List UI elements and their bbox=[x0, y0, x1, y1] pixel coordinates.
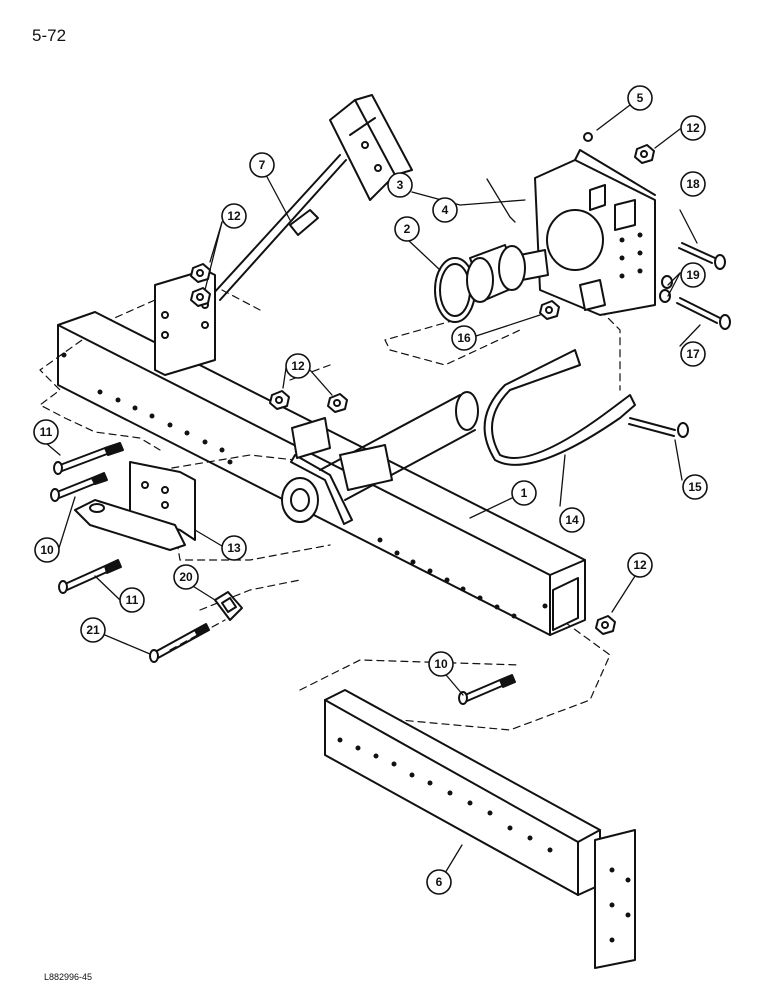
callout-15 bbox=[682, 474, 708, 500]
callout-21-label: 21 bbox=[86, 623, 100, 637]
callout-4-label: 4 bbox=[442, 203, 449, 217]
bolts bbox=[50, 242, 731, 705]
callout-14 bbox=[559, 507, 585, 533]
callout-20-label: 20 bbox=[179, 570, 193, 584]
washers-19 bbox=[659, 275, 673, 303]
callout-1-label: 1 bbox=[521, 486, 528, 500]
callout-1 bbox=[511, 480, 537, 506]
callout-18-label: 18 bbox=[686, 177, 700, 191]
nut-12-mid-a bbox=[269, 390, 290, 410]
nut-12-top bbox=[634, 144, 655, 164]
upper-link-rod bbox=[154, 94, 413, 376]
clevis-plate bbox=[74, 461, 196, 551]
callout-7-label: 7 bbox=[259, 158, 266, 172]
callout-5-label: 5 bbox=[637, 91, 644, 105]
bolt-11-upper bbox=[53, 442, 124, 475]
bolt-18 bbox=[678, 242, 726, 270]
callout-20 bbox=[173, 564, 199, 590]
callout-17-label: 17 bbox=[686, 347, 700, 361]
callout-21 bbox=[80, 617, 106, 643]
callout-12b-label: 12 bbox=[291, 359, 305, 373]
callout-10b-label: 10 bbox=[434, 657, 448, 671]
nut-12-right bbox=[595, 615, 616, 635]
callout-16 bbox=[451, 325, 477, 351]
bolt-21 bbox=[149, 623, 210, 663]
callout-2 bbox=[394, 216, 420, 242]
callout-12c bbox=[680, 115, 706, 141]
callout-12d bbox=[627, 552, 653, 578]
callout-12c-label: 12 bbox=[686, 121, 700, 135]
callout-3-label: 3 bbox=[397, 178, 404, 192]
callout-12b bbox=[285, 353, 311, 379]
callout-13 bbox=[221, 535, 247, 561]
bolt-11-lower bbox=[58, 559, 122, 594]
bushing bbox=[466, 244, 526, 303]
callout-10b bbox=[428, 651, 454, 677]
callout-15-label: 15 bbox=[688, 480, 702, 494]
callout-19 bbox=[680, 262, 706, 288]
callout-11b-label: 11 bbox=[126, 593, 139, 607]
fitting-5 bbox=[583, 132, 593, 142]
callout-17 bbox=[680, 341, 706, 367]
nut-12-upper-b bbox=[190, 287, 211, 307]
callout-10a bbox=[34, 537, 60, 563]
callout-5 bbox=[627, 85, 653, 111]
callout-19-label: 19 bbox=[686, 268, 700, 282]
retainer-plate bbox=[214, 591, 243, 621]
extension-beam bbox=[324, 689, 636, 969]
callout-12a-label: 12 bbox=[227, 209, 241, 223]
nut-16 bbox=[539, 300, 560, 320]
leader-lines bbox=[39, 104, 701, 884]
callout-4 bbox=[432, 197, 458, 223]
callout-10a-label: 10 bbox=[40, 543, 54, 557]
bolt-10-left bbox=[50, 472, 108, 502]
callout-6 bbox=[426, 869, 452, 895]
figure-code: L882996-45 bbox=[44, 972, 93, 982]
nuts bbox=[190, 132, 655, 635]
callout-11a-label: 11 bbox=[40, 425, 53, 439]
nut-12-mid-b bbox=[327, 393, 348, 413]
callout-11b bbox=[119, 587, 145, 613]
callout-7 bbox=[249, 152, 275, 178]
bolt-10-right bbox=[458, 674, 516, 705]
page-number: 5-72 bbox=[32, 26, 67, 45]
callout-16-label: 16 bbox=[457, 331, 471, 345]
pivot-tube bbox=[291, 391, 479, 501]
callout-11a bbox=[33, 419, 59, 445]
callout-18 bbox=[680, 171, 706, 197]
callout-13-label: 13 bbox=[227, 541, 241, 555]
callout-markers bbox=[33, 85, 708, 895]
callout-3 bbox=[387, 172, 413, 198]
bolt-17 bbox=[676, 297, 731, 330]
u-strap bbox=[483, 349, 636, 466]
callout-12d-label: 12 bbox=[633, 558, 647, 572]
callout-12a bbox=[221, 203, 247, 229]
callout-14-label: 14 bbox=[565, 513, 579, 527]
callout-2-label: 2 bbox=[404, 222, 411, 236]
bracket-casting bbox=[519, 149, 656, 316]
callout-6-label: 6 bbox=[436, 875, 443, 889]
bolt-15 bbox=[628, 417, 689, 438]
